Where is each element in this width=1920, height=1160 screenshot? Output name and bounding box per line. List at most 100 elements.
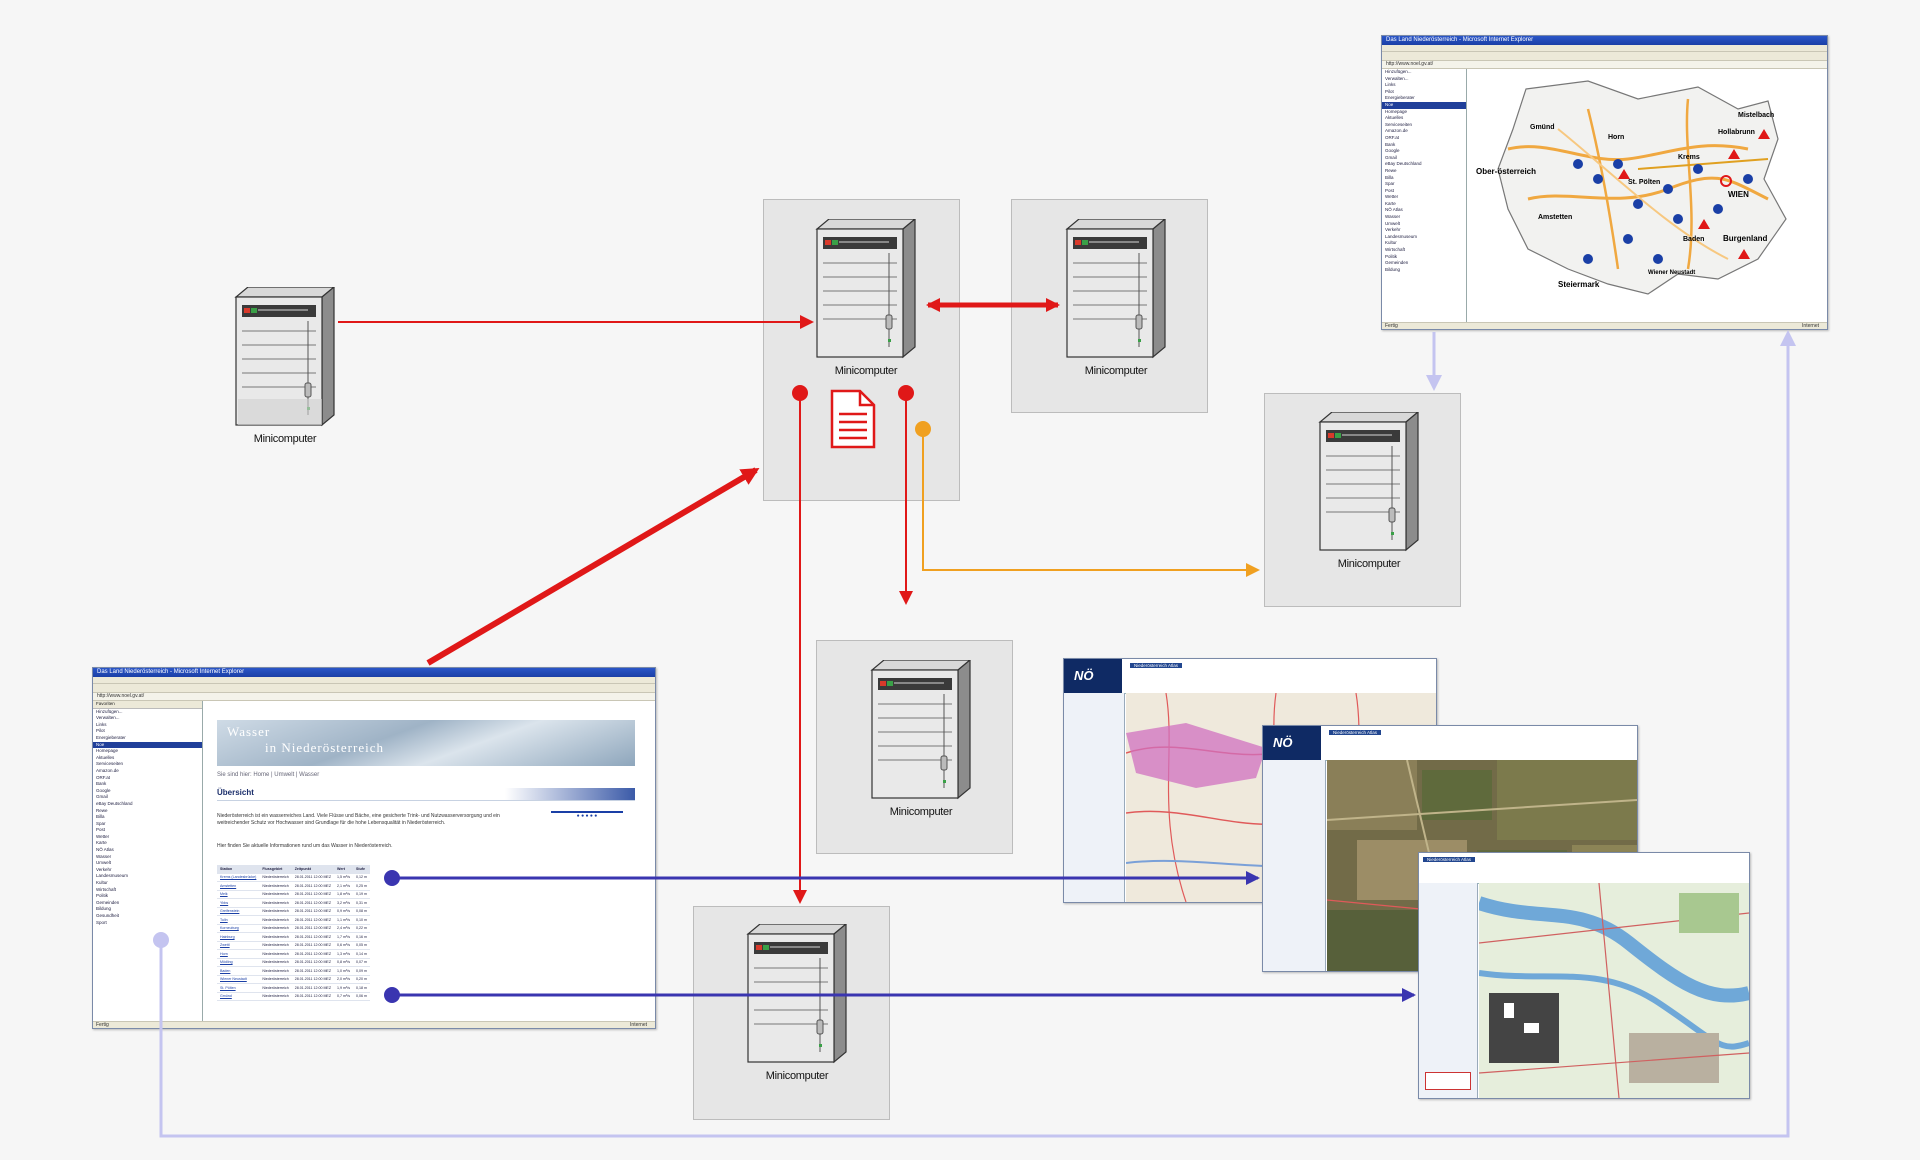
address-bar[interactable]: http://www.noel.gv.at/ [1382,61,1827,69]
window-title: Das Land Niederösterreich - Microsoft In… [1382,36,1827,45]
favorites-item[interactable]: Post [1385,187,1395,193]
favorites-item[interactable]: Pilot [96,728,105,734]
favorites-item[interactable]: Kultur [1385,240,1397,246]
station-link[interactable]: Krems (Landesbrücke) [217,873,260,882]
favorites-item[interactable]: Links [96,721,107,727]
favorites-item[interactable]: Hinzufügen... [96,708,123,714]
station-link[interactable]: Tulln [217,915,260,925]
station-link[interactable]: Baden [217,966,260,976]
station-link[interactable]: Melk [217,890,260,899]
favorites-item[interactable]: NÖ Atlas [1385,207,1403,213]
station-link[interactable]: Hainburg [217,932,260,942]
favorites-item[interactable]: eBay Deutschland [96,800,133,806]
favorites-item[interactable]: Wetter [96,833,110,839]
favorites-item[interactable]: Verwalten... [1385,75,1409,81]
atlas-logo-badge [1425,1072,1471,1090]
table-cell: 0,18 m [353,983,371,993]
favorites-item[interactable]: NÖ Atlas [96,847,114,853]
favorites-item[interactable]: Umwelt [96,860,112,866]
favorites-item[interactable]: Gemeinden [96,899,120,905]
favorites-item[interactable]: ORF.at [96,774,111,780]
favorites-item[interactable]: Amazon.de [1385,128,1408,134]
minicomputer-server: Minicomputer [234,285,336,445]
station-link[interactable]: Greifenstein [217,907,260,916]
favorites-item[interactable]: Pilot [1385,88,1394,94]
favorites-item[interactable]: Billa [96,814,105,820]
favorites-item[interactable]: Verwalten... [96,715,120,721]
map-label: Steiermark [1558,280,1600,289]
favorites-item[interactable]: Landesmuseum [96,873,129,879]
table-cell: 28.01.2011 12:00 MEZ [291,992,335,1001]
favorites-item[interactable]: Links [1385,82,1396,88]
favorites-item[interactable]: Rewe [96,807,108,813]
favorites-item[interactable]: Bank [96,781,107,787]
favorites-item[interactable]: Energieberater [1385,95,1415,101]
minicomputer-server: Minicomputer [870,658,972,818]
favorites-item[interactable]: Homepage [96,748,119,754]
favorites-item[interactable]: Gemeinden [1385,260,1409,266]
favorites-item[interactable]: Umwelt [1385,220,1401,226]
table-cell: 1,1 m³/s [334,915,354,925]
favorites-item[interactable]: Energieberater [96,734,126,740]
station-link[interactable]: Ybbs [217,898,260,908]
city-map [1479,883,1749,1098]
favorites-item[interactable]: Aktuelles [96,754,115,760]
favorites-item[interactable]: Wirtschaft [1385,247,1406,253]
noe-logo: ● ● ● ● ● [551,811,623,827]
favorites-item[interactable]: Politik [1385,253,1398,259]
station-link[interactable]: St. Pölten [217,983,260,993]
table-cell: 1,3 m³/s [334,949,354,959]
station-link[interactable]: Korneuburg [217,924,260,933]
favorites-item[interactable]: Rewe [1385,167,1397,173]
station-link[interactable]: Zwettl [217,941,260,950]
favorites-item[interactable]: eBay Deutschland [1385,161,1422,167]
favorites-item[interactable]: Karte [96,840,107,846]
station-link[interactable]: Horn [217,949,260,959]
favorites-item[interactable]: Sport [96,919,107,925]
favorites-item[interactable]: Hinzufügen... [1385,69,1412,74]
favorites-item[interactable]: Noe [93,741,202,749]
station-link[interactable]: Gmünd [217,992,260,1001]
station-link[interactable]: Wiener Neustadt [217,975,260,984]
favorites-item[interactable]: Gesundheit [96,913,120,918]
favorites-item[interactable]: Landesmuseum [1385,233,1418,239]
favorites-item[interactable]: ORF.at [1385,134,1400,140]
favorites-item[interactable]: Google [1385,148,1400,154]
favorites-item[interactable]: Karte [1385,200,1396,206]
toolbar [1382,52,1827,61]
favorites-item[interactable]: Wirtschaft [96,886,117,892]
favorites-item[interactable]: Serviceseiten [96,761,124,767]
favorites-item[interactable]: Kultur [96,880,108,886]
favorites-item[interactable]: Billa [1385,174,1394,180]
favorites-item[interactable]: Serviceseiten [1385,121,1413,127]
favorites-item[interactable]: Google [96,787,111,793]
favorites-item[interactable]: Gmail [96,794,108,800]
lower-austria-map: Gmünd Horn Hollabrunn Mistelbach Krems S… [1476,80,1787,295]
favorites-item[interactable]: Aktuelles [1385,115,1404,121]
favorites-item[interactable]: Bildung [1385,266,1401,272]
favorites-item[interactable]: Bildung [96,906,112,912]
station-link[interactable]: Amstetten [217,881,260,891]
favorites-item[interactable]: Wasser [1385,214,1401,220]
favorites-item[interactable]: Wasser [96,853,112,859]
station-link[interactable]: Mödling [217,958,260,967]
favorites-item[interactable]: Noe [1382,101,1466,109]
favorites-item[interactable]: Spar [1385,181,1395,187]
favorites-item[interactable]: Verkehr [96,866,112,872]
favorites-item[interactable]: Gmail [1385,154,1397,160]
favorites-item[interactable]: Homepage [1385,108,1408,114]
table-cell: 28.01.2011 12:00 MEZ [291,941,335,950]
favorites-item[interactable]: Wetter [1385,194,1399,200]
favorites-item[interactable]: Politik [96,893,109,899]
wasser-banner: Wasser in Niederösterreich [217,720,635,766]
table-cell: 1,9 m³/s [334,983,354,993]
favorites-item[interactable]: Verkehr [1385,227,1401,233]
favorites-item[interactable]: Amazon.de [96,767,119,773]
favorites-item[interactable]: Post [96,827,106,833]
address-bar[interactable]: http://www.noel.gv.at/ [93,693,655,701]
favorites-item[interactable]: Bank [1385,141,1396,147]
link-center-to-right [922,429,1260,577]
favorites-item[interactable]: Spar [96,820,106,826]
